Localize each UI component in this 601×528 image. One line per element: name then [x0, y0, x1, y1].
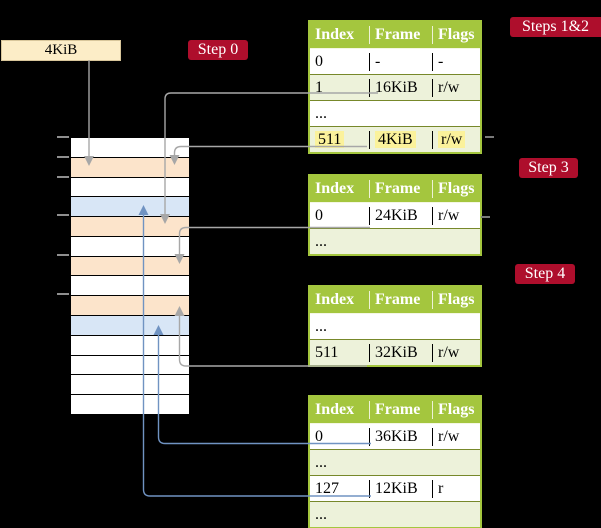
column-header-frame: Frame — [369, 401, 432, 419]
ruler-tick — [57, 156, 69, 158]
table-row-highlighted: 511 4KiB r/w — [310, 126, 480, 152]
cell-flags: r/w — [432, 427, 480, 446]
column-header-frame: Frame — [369, 180, 432, 198]
cut-dashed-line-marks — [481, 136, 494, 218]
table-row: 0 24KiB r/w — [310, 203, 480, 228]
cell-index: ... — [315, 232, 327, 250]
memory-row-6 — [71, 256, 189, 277]
cell-index: ... — [315, 104, 327, 122]
cell-index: ... — [315, 453, 327, 471]
cell-index: 511 — [310, 130, 369, 149]
badge-step-3: Step 3 — [519, 158, 578, 178]
cell-index: 1 — [315, 78, 323, 96]
table-row: 127 12KiB r — [310, 475, 480, 501]
memory-row-10 — [71, 335, 189, 356]
memory-row-4 — [71, 217, 189, 237]
cell-frame: 12KiB — [369, 479, 432, 498]
memory-stack — [70, 137, 190, 415]
column-header-flags: Flags — [432, 180, 480, 198]
table-row: ... — [310, 314, 480, 339]
cell-index: ... — [315, 317, 327, 335]
frame-address-label-box: 4KiB — [1, 40, 121, 61]
table-row: ... — [310, 228, 480, 254]
memory-row-7 — [71, 276, 189, 297]
cell-index: 511 — [315, 343, 339, 361]
cell-frame: 36KiB — [369, 427, 432, 446]
badge-step-4: Step 4 — [515, 264, 575, 284]
memory-row-2 — [71, 177, 189, 198]
cell-flags: - — [432, 52, 480, 71]
ruler-tick — [57, 293, 69, 295]
column-header-frame: Frame — [369, 291, 432, 309]
memory-row-0 — [71, 138, 189, 158]
cell-index: ... — [315, 505, 327, 523]
memory-row-11 — [71, 355, 189, 376]
page-table-last-level: Index Frame Flags 0 36KiB r/w ... 127 12… — [308, 395, 482, 528]
table-row: 511 32KiB r/w — [310, 339, 480, 365]
cell-flags: r/w — [432, 343, 480, 362]
frame-address-label: 4KiB — [44, 42, 78, 58]
table-row: ... — [310, 501, 480, 527]
ruler-tick — [57, 136, 69, 138]
memory-row-5 — [71, 236, 189, 257]
table-row: ... — [310, 449, 480, 475]
page-table-step-4: Index Frame Flags ... 511 32KiB r/w — [308, 285, 482, 367]
cell-frame: 4KiB — [369, 130, 432, 149]
cell-flags: r/w — [432, 206, 480, 225]
column-header-index: Index — [315, 180, 355, 197]
column-header-frame: Frame — [369, 26, 432, 44]
column-header-flags: Flags — [432, 291, 480, 309]
table-header-row: Index Frame Flags — [310, 397, 480, 424]
cell-frame: 32KiB — [369, 343, 432, 362]
cell-frame: 16KiB — [369, 78, 432, 97]
ruler-tick — [57, 176, 69, 178]
column-header-flags: Flags — [432, 401, 480, 419]
column-header-index: Index — [315, 401, 355, 418]
cell-index: 0 — [315, 427, 323, 445]
table-header-row: Index Frame Flags — [310, 176, 480, 203]
column-header-index: Index — [315, 26, 355, 43]
memory-row-8 — [71, 296, 189, 317]
memory-row-12 — [71, 375, 189, 396]
cell-index: 0 — [315, 52, 323, 70]
table-row: 0 36KiB r/w — [310, 424, 480, 449]
memory-row-13 — [71, 395, 189, 414]
column-header-index: Index — [315, 291, 355, 308]
ruler-tick — [57, 254, 69, 256]
cell-flags: r/w — [432, 78, 480, 97]
table-row: 0 - - — [310, 49, 480, 74]
cell-index: 0 — [315, 206, 323, 224]
column-header-flags: Flags — [432, 26, 480, 44]
ruler-tick — [57, 214, 69, 216]
page-table-step-3: Index Frame Flags 0 24KiB r/w ... — [308, 174, 482, 256]
cell-frame: 24KiB — [369, 206, 432, 225]
table-row: ... — [310, 100, 480, 126]
badge-steps-1-2: Steps 1&2 — [510, 17, 601, 37]
table-row: 1 16KiB r/w — [310, 74, 480, 100]
cell-flags: r — [432, 479, 480, 498]
badge-step-0: Step 0 — [188, 40, 248, 60]
page-table-steps-1-2: Index Frame Flags 0 - - 1 16KiB r/w ... … — [308, 20, 482, 154]
cell-flags: r/w — [432, 130, 480, 149]
table-header-row: Index Frame Flags — [310, 287, 480, 314]
memory-row-9 — [71, 316, 189, 336]
memory-row-3 — [71, 197, 189, 218]
table-header-row: Index Frame Flags — [310, 22, 480, 49]
memory-row-1 — [71, 157, 189, 178]
cell-frame: - — [369, 52, 432, 71]
cell-index: 127 — [315, 479, 339, 497]
